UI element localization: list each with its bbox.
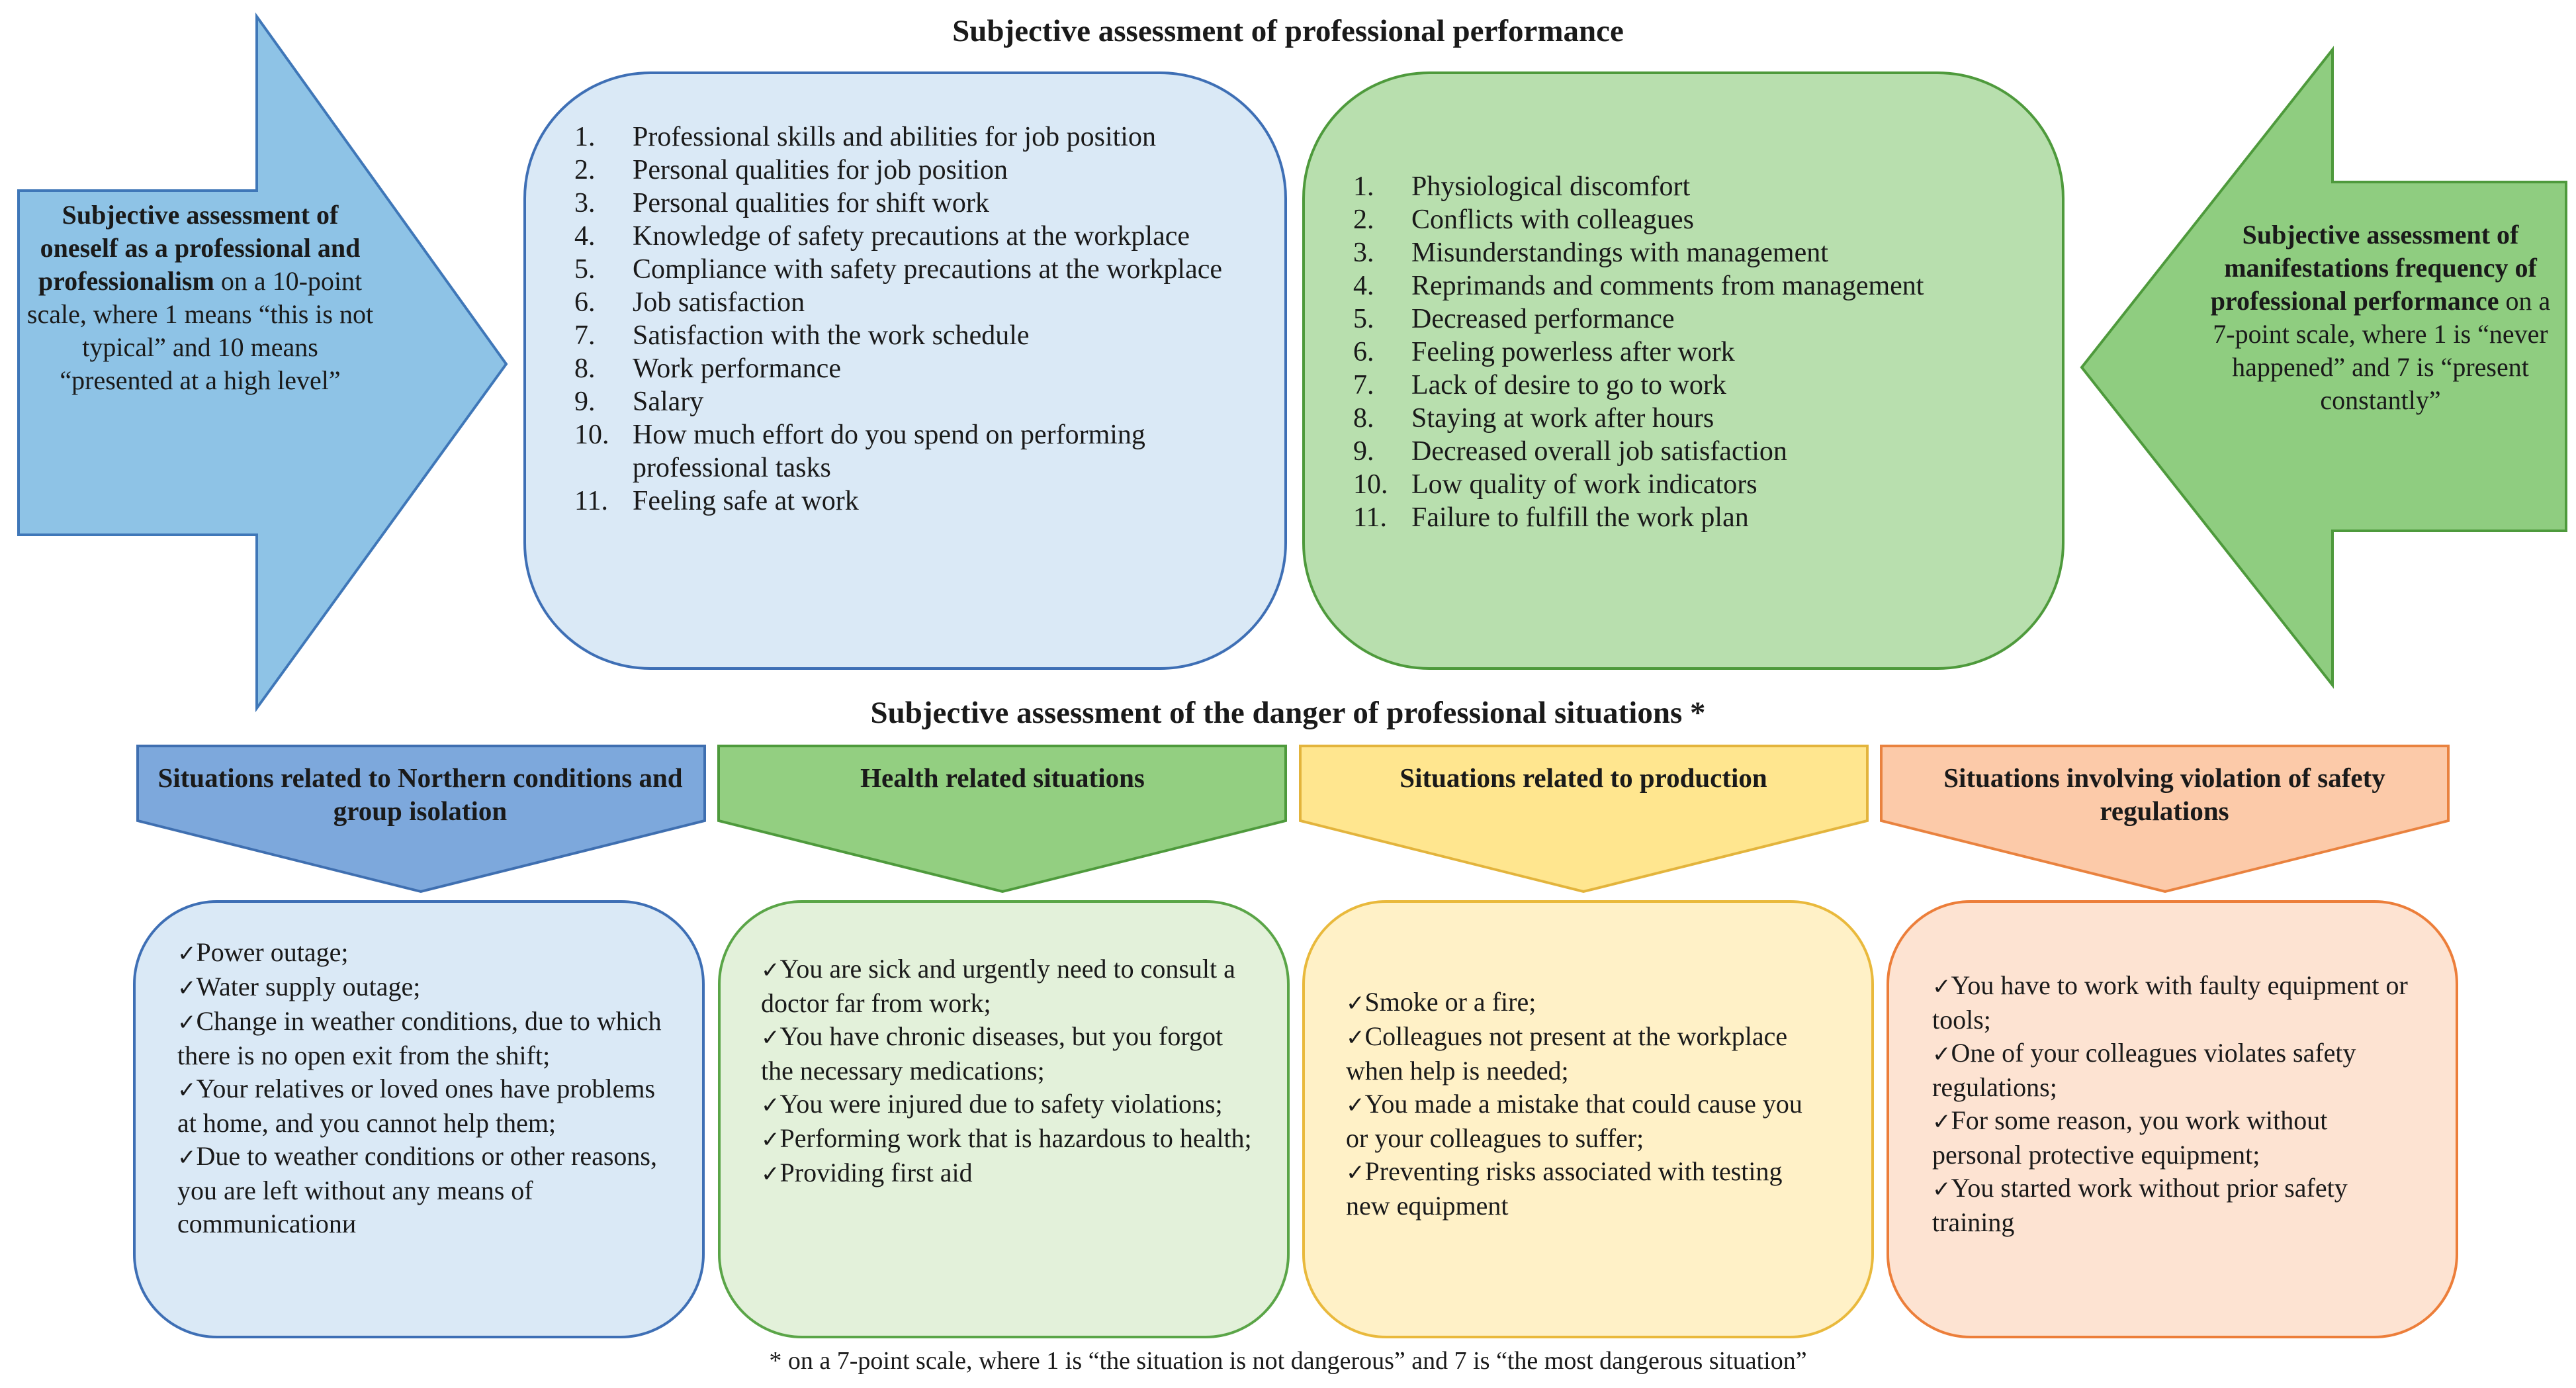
category-header-health: Health related situations [860,763,1145,793]
list-item: 4.Reprimands and comments from managemen… [1353,271,1924,301]
situations-list-northern: Power outage; Water supply outage; Chang… [177,936,667,1240]
list-item: 5.Compliance with safety precautions at … [574,254,1223,285]
category-header-safety: Situations involving violation of safety… [1943,763,2385,826]
category-chevron-health [717,745,1287,894]
list-item: You made a mistake that could cause you … [1346,1087,1829,1155]
list-item: Providing first aid [761,1156,1257,1191]
list-item: 7.Lack of desire to go to work [1353,370,1726,400]
list-item: 3.Personal qualities for shift work [574,188,989,218]
list-item: Performing work that is hazardous to hea… [761,1122,1257,1156]
situations-list-production: Smoke or a fire; Colleagues not present … [1346,986,1829,1223]
list-item: One of your colleagues violates safety r… [1932,1037,2415,1104]
category-header-northern: Situations related to Northern condition… [157,763,683,826]
list-item: 9.Salary [574,387,704,417]
category-header-production: Situations related to production [1399,763,1767,793]
list-item: 6.Job satisfaction [574,287,805,318]
list-item: 5.Decreased performance [1353,304,1675,334]
list-item: 11.Failure to fulfill the work plan [1353,502,1749,533]
situations-list-health: You are sick and urgently need to consul… [761,952,1257,1191]
list-item: You were injured due to safety violation… [761,1087,1257,1122]
footnote: * on a 7-point scale, where 1 is “the si… [769,1347,1807,1375]
professional-performance-box [523,71,1287,670]
left-arrow-bold: Subjective assessment of oneself as a pr… [38,200,361,296]
list-item: 2.Conflicts with colleagues [1353,205,1694,235]
list-item: You are sick and urgently need to consul… [761,952,1257,1020]
list-item: Change in weather conditions, due to whi… [177,1005,667,1072]
list-item: 4.Knowledge of safety precautions at the… [574,221,1190,252]
list-item: Due to weather conditions or other reaso… [177,1140,667,1240]
list-item: 9.Decreased overall job satisfaction [1353,436,1787,467]
category-chevron-safety [1880,745,2450,894]
list-item: You have to work with faulty equipment o… [1932,969,2415,1037]
performance-manifestations-list: 1.Physiological discomfort 2.Conflicts w… [1353,170,2021,534]
professional-performance-list: 1.Professional skills and abilities for … [574,120,1243,518]
category-chevron-production [1299,745,1869,894]
right-arrow-text: Subjective assessment of manifestations … [2203,218,2557,417]
list-item: 6.Feeling powerless after work [1353,337,1735,367]
left-assessment-arrow [17,12,508,713]
list-item: Power outage; [177,936,667,970]
list-item: 11.Feeling safe at work [574,486,859,516]
left-arrow-normal: on a 10-point scale, where 1 means “this… [26,266,374,395]
list-item: Smoke or a fire; [1346,986,1829,1020]
list-item: Your relatives or loved ones have proble… [177,1072,667,1140]
list-item: 3.Misunderstandings with management [1353,238,1828,268]
left-arrow-text: Subjective assessment of oneself as a pr… [26,199,374,397]
list-item: You have chronic diseases, but you forgo… [761,1020,1257,1087]
situations-list-safety: You have to work with faulty equipment o… [1932,969,2415,1239]
middle-title: Subjective assessment of the danger of p… [870,696,1706,730]
performance-manifestations-box [1302,71,2065,670]
right-arrow-bold: Subjective assessment of manifestations … [2210,220,2537,316]
list-item: 1.Professional skills and abilities for … [574,122,1156,152]
list-item: 10.Low quality of work indicators [1353,469,1757,500]
right-assessment-arrow [2080,46,2567,689]
category-chevron-northern [136,745,706,894]
list-item: For some reason, you work without person… [1932,1104,2415,1172]
top-title: Subjective assessment of professional pe… [952,14,1624,48]
list-item: 7.Satisfaction with the work schedule [574,320,1030,351]
list-item: Preventing risks associated with testing… [1346,1155,1829,1223]
list-item: Colleagues not present at the workplace … [1346,1020,1829,1087]
list-item: 8.Staying at work after hours [1353,403,1714,434]
list-item: You started work without prior safety tr… [1932,1172,2415,1239]
list-item: 1.Physiological discomfort [1353,171,1691,202]
list-item: 10.How much effort do you spend on perfo… [574,420,1145,483]
right-arrow-normal: on a 7-point scale, where 1 is “never ha… [2213,286,2551,415]
list-item: Water supply outage; [177,970,667,1005]
list-item: 8.Work performance [574,353,841,384]
list-item: 2.Personal qualities for job position [574,155,1008,185]
